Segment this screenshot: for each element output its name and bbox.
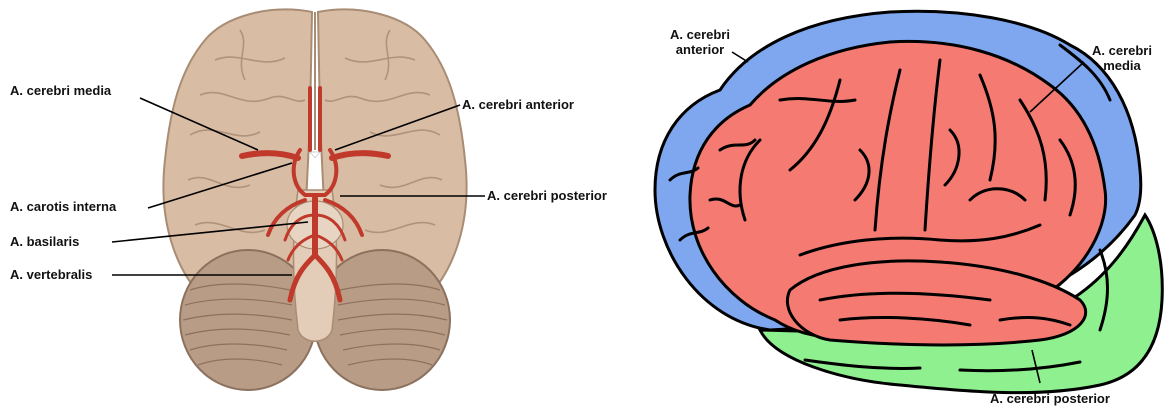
label-right-cerebri-media-line2: media xyxy=(1077,58,1167,73)
label-right-cerebri-posterior: A. cerebri posterior xyxy=(990,391,1110,406)
label-right-cerebri-media: A. cerebri media xyxy=(1077,43,1167,73)
label-basilaris: A. basilaris xyxy=(10,234,79,249)
label-cerebri-posterior: A. cerebri posterior xyxy=(487,188,607,203)
label-carotis-interna: A. carotis interna xyxy=(10,199,116,214)
label-right-cerebri-anterior: A. cerebri anterior xyxy=(650,27,750,57)
label-cerebri-anterior: A. cerebri anterior xyxy=(462,97,574,112)
label-vertebralis: A. vertebralis xyxy=(10,267,92,282)
label-right-cerebri-anterior-line1: A. cerebri xyxy=(650,27,750,42)
label-cerebri-media: A. cerebri media xyxy=(10,83,111,98)
label-right-cerebri-media-line1: A. cerebri xyxy=(1077,43,1167,58)
label-right-cerebri-anterior-line2: anterior xyxy=(650,42,750,57)
